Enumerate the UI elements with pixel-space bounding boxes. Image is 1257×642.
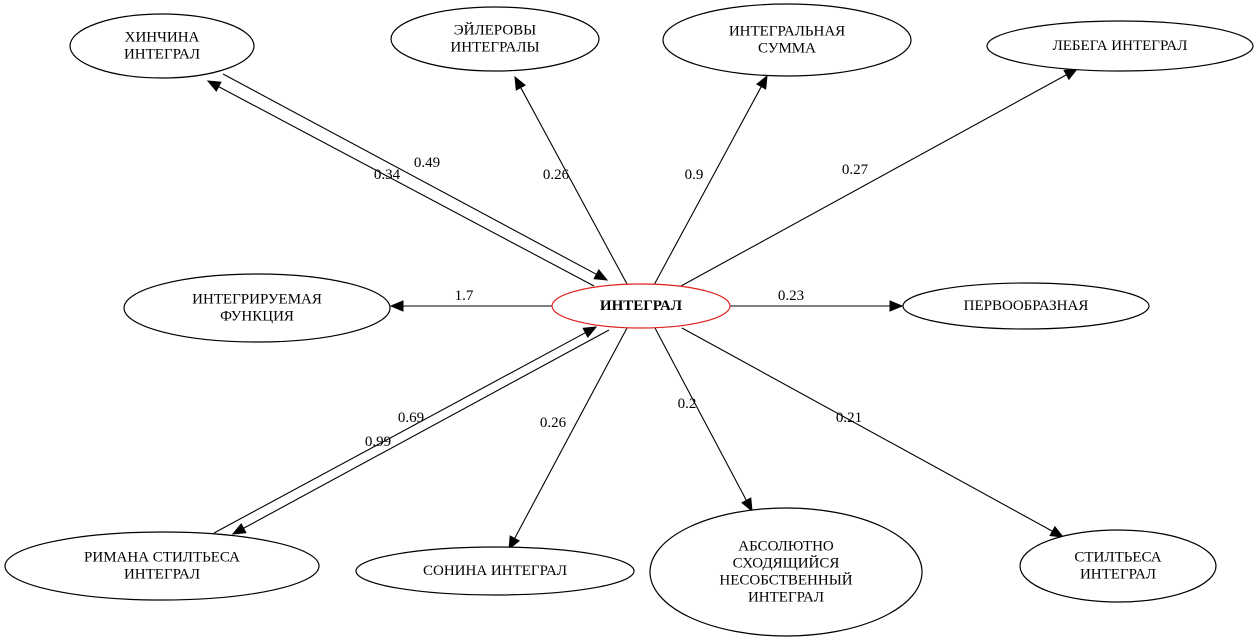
node-ellipse xyxy=(1019,529,1217,603)
node-ellipse xyxy=(390,6,600,72)
arrowhead-icon xyxy=(231,523,247,535)
edge-integral-to-absolute: 0.2 xyxy=(654,327,753,513)
node-ellipse xyxy=(662,3,912,77)
node-ellipse xyxy=(4,531,320,601)
edge-weight-label: 0.2 xyxy=(678,396,697,412)
node-label-line: ИНТЕГРАЛ xyxy=(124,47,200,63)
edge-integral-to-primitive: 0.23 xyxy=(730,288,904,312)
node-label-line: ИНТЕГРИРУЕМАЯ xyxy=(192,292,322,308)
edge-line xyxy=(520,87,628,285)
node-ellipse xyxy=(69,13,255,79)
edge-line xyxy=(514,327,628,539)
edge-line xyxy=(653,86,762,286)
node-label-line: НЕСОБСТВЕННЫЙ xyxy=(719,572,852,589)
edge-line xyxy=(654,327,747,501)
node-label-line: ПЕРВООБРАЗНАЯ xyxy=(964,298,1089,314)
arrowhead-icon xyxy=(582,326,598,338)
edge-integral-to-integrable: 1.7 xyxy=(389,288,552,312)
node-primitive: ПЕРВООБРАЗНАЯ xyxy=(902,282,1150,330)
node-ellipse xyxy=(902,282,1150,330)
edge-line xyxy=(680,74,1067,287)
edge-line xyxy=(213,332,586,534)
edges-layer: 0.49 0.34 0.26 0.9 0.27 1.7 0.23 0.69 0.99 0.26 0.… xyxy=(206,68,1079,551)
node-label-line: РИМАНА СТИЛТЬЕСА xyxy=(84,550,240,566)
node-label-line: ИНТЕГРАЛ xyxy=(1080,567,1156,583)
node-sonin: СОНИНА ИНТЕГРАЛ xyxy=(355,546,635,596)
arrowhead-icon xyxy=(756,74,768,90)
edge-weight-label: 1.7 xyxy=(455,288,474,304)
node-label-line: АБСОЛЮТНО xyxy=(738,539,834,555)
edge-integral-to-lebesgue: 0.27 xyxy=(680,68,1079,287)
edge-line xyxy=(218,86,595,287)
edge-integral-to-sum: 0.9 xyxy=(653,74,768,286)
arrowhead-icon xyxy=(1049,525,1065,538)
edge-weight-label: 0.21 xyxy=(836,410,862,426)
edge-weight-label: 0.23 xyxy=(778,288,804,304)
nodes-layer: ИНТЕГРАЛХИНЧИНАИНТЕГРАЛЭЙЛЕРОВЫИНТЕГРАЛЫ… xyxy=(4,3,1254,637)
arrowhead-icon xyxy=(514,75,526,91)
node-label-line: ИНТЕГРАЛ xyxy=(748,590,824,606)
node-label-line: ХИНЧИНА xyxy=(125,30,200,46)
node-label-line: СОНИНА ИНТЕГРАЛ xyxy=(423,563,567,579)
edge-weight-label: 0.69 xyxy=(398,410,424,426)
edge-line xyxy=(243,329,610,529)
edge-integral-to-stieltjes: 0.21 xyxy=(681,327,1065,538)
arrowhead-icon xyxy=(741,497,753,513)
edge-weight-label: 0.26 xyxy=(543,167,570,183)
edge-weight-label: 0.99 xyxy=(365,434,391,450)
arrowhead-icon xyxy=(389,300,404,312)
edge-weight-label: 0.9 xyxy=(685,167,704,183)
node-label-line: ЛЕБЕГА ИНТЕГРАЛ xyxy=(1053,38,1188,54)
node-lebesgue: ЛЕБЕГА ИНТЕГРАЛ xyxy=(986,20,1254,72)
node-label-line: ИНТЕГРАЛЬНАЯ xyxy=(729,24,845,40)
edge-weight-label: 0.49 xyxy=(414,155,440,171)
node-integral: ИНТЕГРАЛ xyxy=(551,283,731,329)
edge-line xyxy=(222,73,597,275)
node-ellipse xyxy=(551,283,731,329)
edge-integral-to-riemann_stieltjes: 0.99 xyxy=(231,329,610,535)
node-label-line: ЭЙЛЕРОВЫ xyxy=(454,22,537,39)
edge-integral-to-hinchin: 0.34 xyxy=(206,80,595,287)
edge-weight-label: 0.34 xyxy=(374,167,401,183)
node-label-line: СТИЛТЬЕСА xyxy=(1074,550,1161,566)
arrowhead-icon xyxy=(508,535,521,551)
edge-riemann_stieltjes-to-integral: 0.69 xyxy=(213,326,598,534)
node-ellipse xyxy=(649,507,923,637)
node-ellipse xyxy=(986,20,1254,72)
arrowhead-icon xyxy=(1063,68,1079,81)
edge-hinchin-to-integral: 0.49 xyxy=(222,73,609,281)
node-label-line: ИНТЕГРАЛЫ xyxy=(450,40,539,56)
node-label-line: СУММА xyxy=(758,41,816,57)
edge-integral-to-euler: 0.26 xyxy=(514,75,628,285)
arrowhead-icon xyxy=(889,300,904,312)
edge-weight-label: 0.27 xyxy=(842,162,869,178)
node-label-line: ФУНКЦИЯ xyxy=(220,309,294,325)
node-label-line: ИНТЕГРАЛ xyxy=(600,298,682,314)
edge-integral-to-sonin: 0.26 xyxy=(508,327,628,551)
node-label-line: ИНТЕГРАЛ xyxy=(124,567,200,583)
edge-weight-label: 0.26 xyxy=(540,415,567,431)
node-ellipse xyxy=(123,273,391,343)
node-ellipse xyxy=(355,546,635,596)
arrowhead-icon xyxy=(593,269,609,281)
node-label-line: СХОДЯЩИЙСЯ xyxy=(733,555,840,572)
arrowhead-icon xyxy=(206,80,222,92)
edge-line xyxy=(681,327,1053,532)
